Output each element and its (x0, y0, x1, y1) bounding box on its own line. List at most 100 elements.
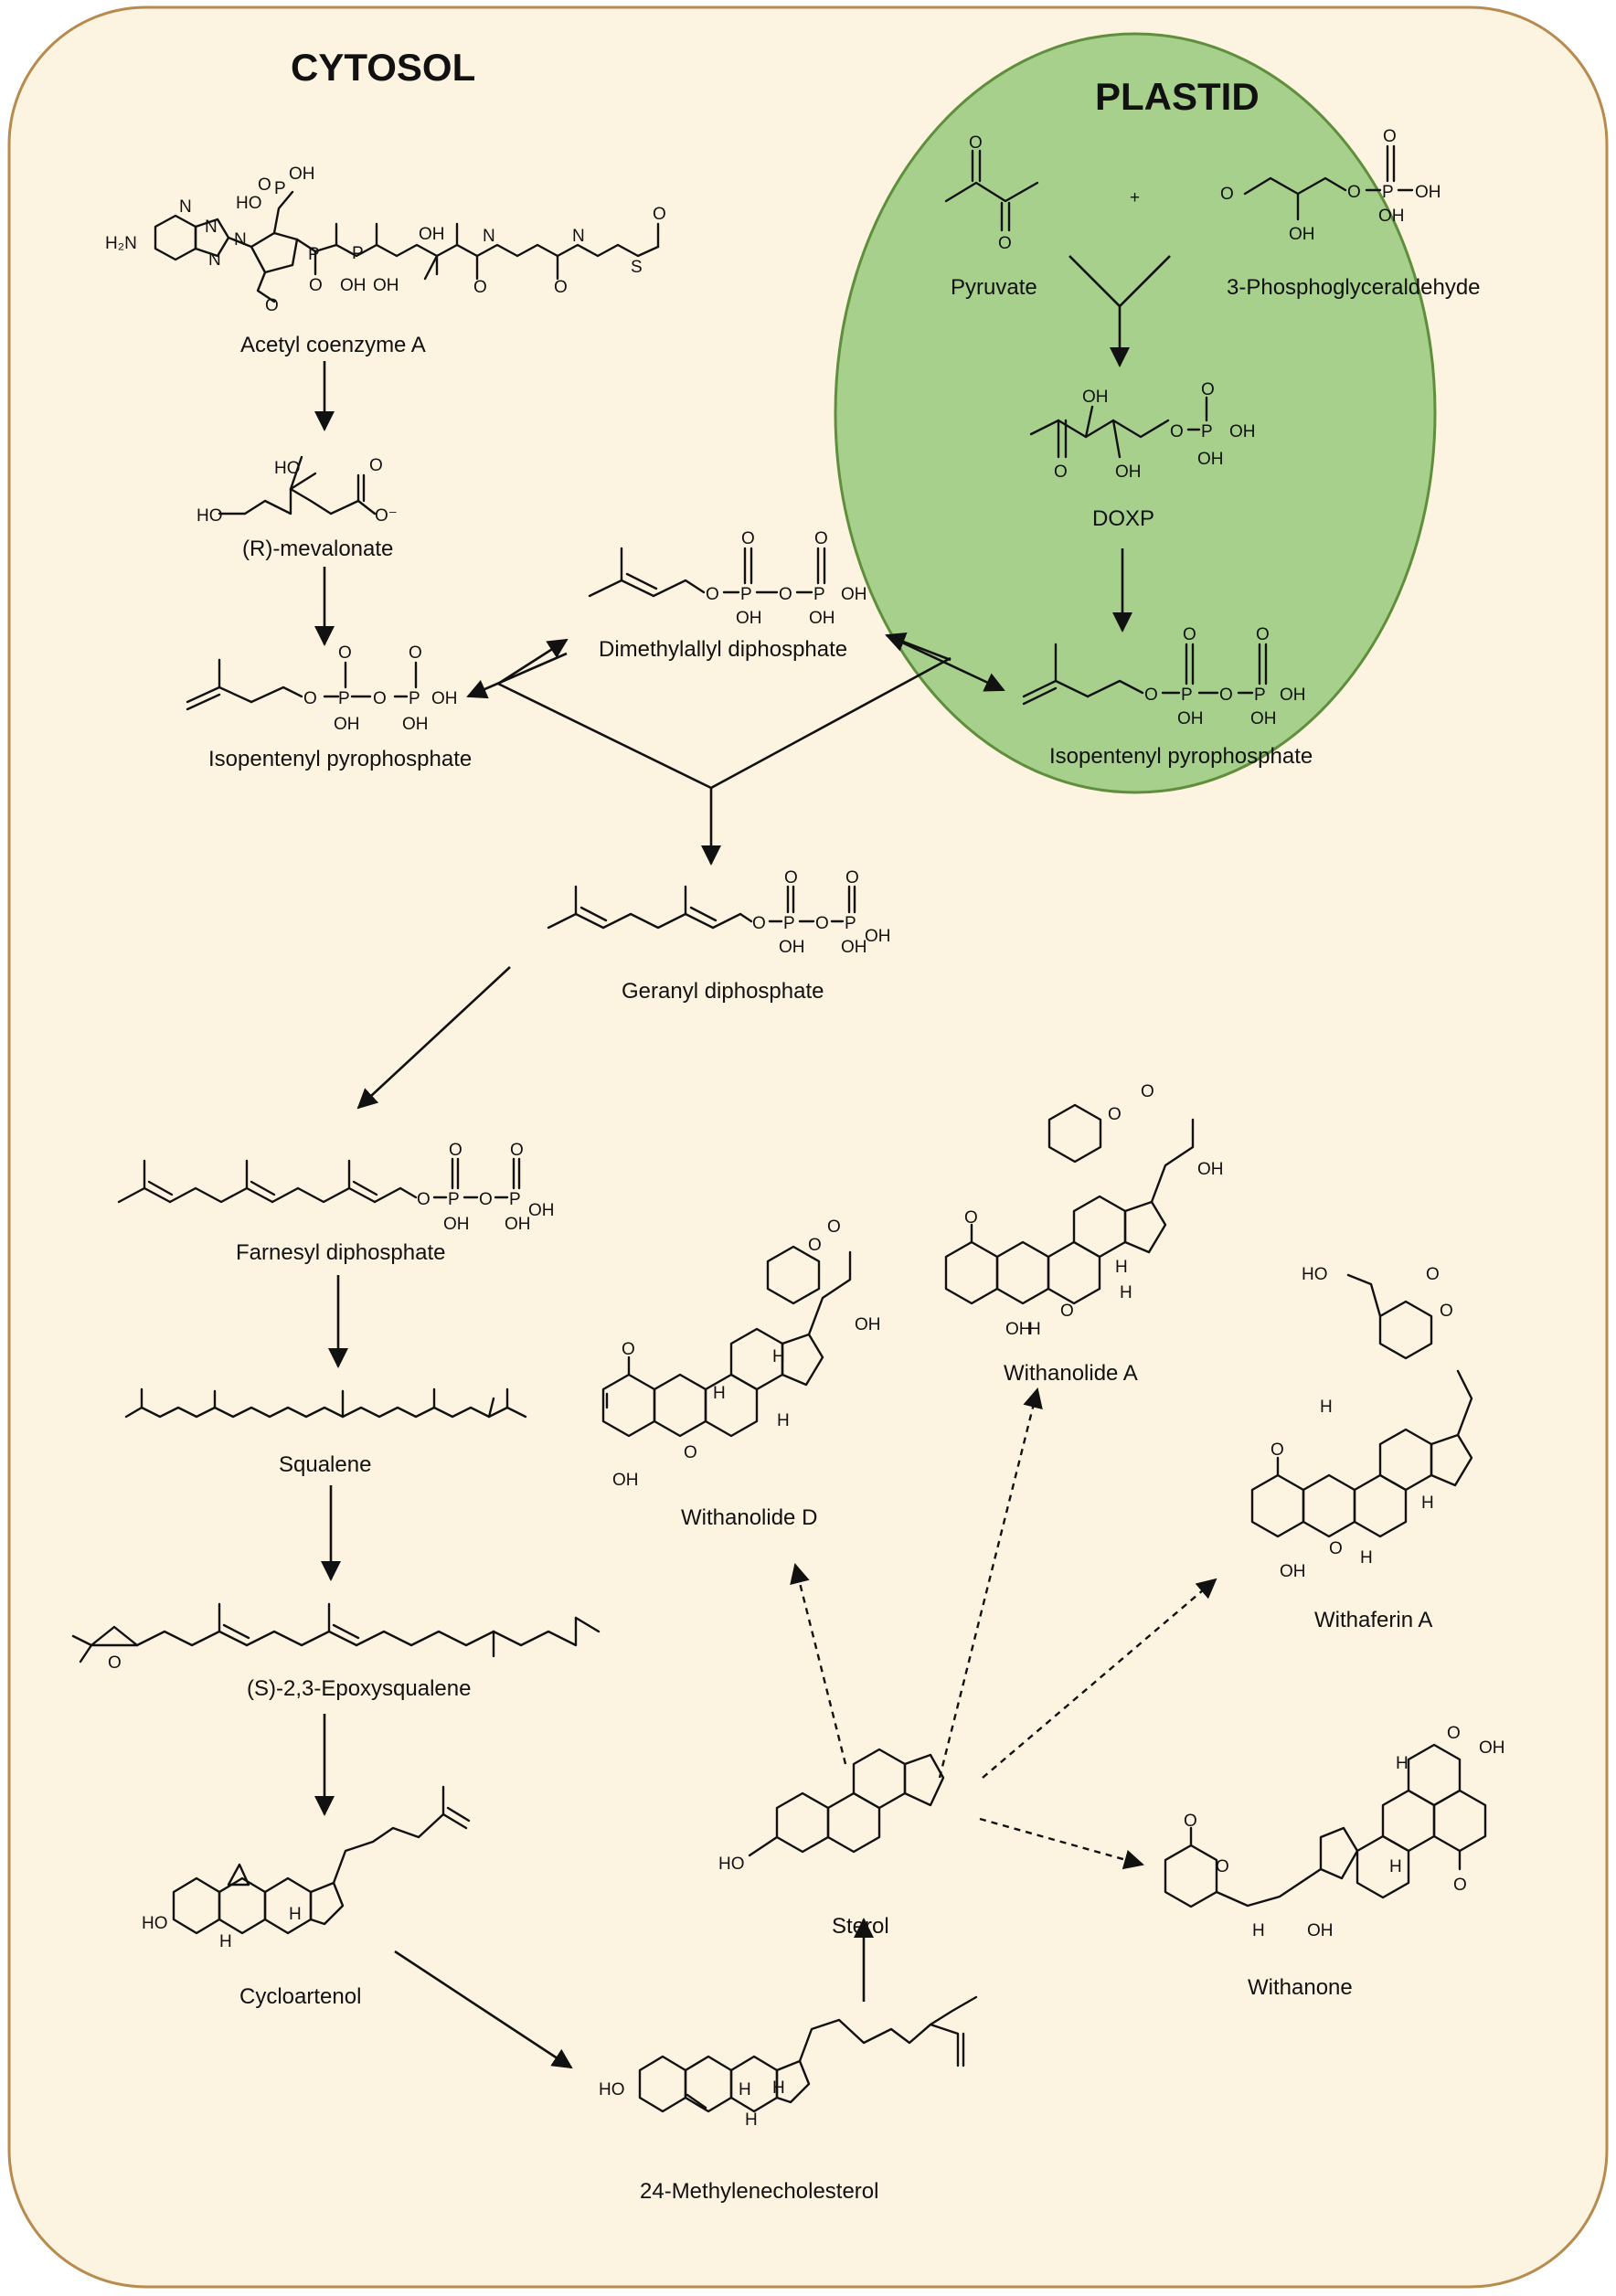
g3p-label: 3-Phosphoglyceraldehyde (1227, 275, 1481, 300)
svg-text:OH: OH (443, 1215, 470, 1234)
arrow-cycloartenol-to-methylenecholesterol (394, 1950, 573, 2069)
svg-text:O: O (741, 529, 755, 548)
svg-text:O: O (779, 585, 792, 604)
svg-text:H: H (1320, 1398, 1333, 1417)
svg-text:O: O (473, 278, 487, 297)
svg-text:O: O (1220, 185, 1234, 204)
svg-text:OH: OH (736, 609, 762, 628)
withanolide-a-label: Withanolide A (1004, 1361, 1138, 1386)
svg-text:O: O (1054, 462, 1068, 482)
svg-text:OH: OH (1115, 462, 1142, 482)
svg-text:O: O (808, 1236, 822, 1255)
plus-sign: + (1130, 188, 1140, 207)
svg-text:O: O (653, 205, 666, 224)
svg-text:OH: OH (1197, 450, 1224, 469)
svg-text:N: N (179, 197, 192, 217)
svg-text:N: N (234, 230, 247, 250)
svg-text:O: O (479, 1190, 493, 1209)
svg-text:HO: HO (197, 506, 223, 526)
pyruvate-structure: O O (944, 133, 1039, 253)
merge-arrow-to-doxp (1068, 255, 1171, 367)
acetyl-coa-label: Acetyl coenzyme A (240, 333, 426, 357)
svg-text:OH: OH (1479, 1738, 1505, 1758)
svg-text:P: P (740, 585, 752, 604)
svg-text:P: P (1181, 686, 1193, 705)
svg-text:H₂N: H₂N (105, 234, 137, 253)
squalene-label: Squalene (279, 1452, 371, 1477)
withanolide-d-structure: O OH O H H H OH O O (601, 1217, 881, 1490)
svg-text:O: O (417, 1190, 431, 1209)
svg-text:O: O (622, 1340, 635, 1359)
withaferin-a-label: Withaferin A (1314, 1608, 1432, 1632)
svg-text:OH: OH (431, 689, 458, 708)
svg-text:O: O (969, 133, 983, 153)
svg-text:O: O (998, 234, 1012, 253)
cycloartenol-structure: HO H H (142, 1785, 471, 1951)
epoxysqualene-structure: O (71, 1602, 601, 1673)
svg-text:H: H (1389, 1857, 1402, 1876)
svg-text:O: O (1347, 183, 1361, 202)
svg-text:O: O (845, 868, 859, 888)
svg-text:H: H (1421, 1493, 1434, 1513)
svg-text:P: P (409, 689, 420, 708)
svg-text:HO: HO (718, 1855, 745, 1874)
epoxysqualene-label: (S)-2,3-Epoxysqualene (247, 1676, 471, 1701)
methylenecholesterol-structure: HO H H H (599, 1995, 978, 2130)
svg-text:OH: OH (841, 585, 867, 604)
cytosol-title: CYTOSOL (291, 46, 475, 89)
mevalonate-structure: HO HO O O⁻ (197, 455, 398, 526)
svg-text:O: O (1184, 1812, 1197, 1831)
svg-text:N: N (483, 227, 495, 246)
svg-text:H: H (772, 2078, 785, 2098)
svg-text:O: O (338, 643, 352, 663)
svg-text:OH: OH (1307, 1921, 1334, 1940)
dmapp-label: Dimethylallyl diphosphate (599, 637, 847, 662)
svg-text:O: O (815, 914, 829, 933)
svg-text:H: H (1360, 1548, 1373, 1568)
svg-text:O: O (1216, 1857, 1229, 1876)
svg-text:N: N (208, 250, 221, 270)
svg-text:O: O (554, 278, 568, 297)
svg-text:H: H (1115, 1258, 1128, 1277)
ipp-cytosol-structure: O P O OH O P O OH OH (186, 643, 458, 734)
svg-text:O: O (1256, 625, 1270, 644)
svg-text:HO: HO (274, 459, 301, 478)
svg-text:OH: OH (373, 276, 399, 295)
svg-text:O: O (1144, 686, 1158, 705)
svg-text:P: P (308, 245, 320, 264)
svg-text:OH: OH (841, 938, 867, 957)
svg-text:P: P (813, 585, 825, 604)
svg-text:P: P (783, 914, 795, 933)
plastid-title: PLASTID (1095, 75, 1260, 118)
withaferin-a-structure: O OH O H H H HO O O (1250, 1265, 1473, 1581)
svg-text:O: O (369, 456, 383, 475)
svg-text:O: O (814, 529, 828, 548)
svg-text:O: O (1219, 686, 1233, 705)
svg-text:N: N (205, 218, 218, 237)
svg-text:O: O (752, 914, 766, 933)
svg-text:OH: OH (809, 609, 835, 628)
svg-text:O: O (1270, 1440, 1284, 1460)
svg-text:OH: OH (1082, 388, 1109, 407)
svg-text:OH: OH (340, 276, 367, 295)
svg-text:H: H (1028, 1320, 1041, 1339)
svg-text:O: O (1141, 1082, 1154, 1101)
svg-text:OH: OH (1289, 225, 1315, 244)
withanone-label: Withanone (1248, 1975, 1353, 2000)
svg-text:P: P (352, 244, 364, 263)
svg-text:OH: OH (1005, 1320, 1032, 1339)
svg-text:O: O (303, 689, 317, 708)
svg-text:P: P (338, 689, 350, 708)
squalene-structure (124, 1387, 527, 1419)
withanolide-a-structure: O OH O H H H OH O O (944, 1082, 1224, 1339)
svg-text:H: H (772, 1347, 785, 1366)
svg-text:O: O (684, 1443, 697, 1462)
svg-text:OH: OH (1177, 709, 1204, 728)
doxp-label: DOXP (1092, 506, 1154, 531)
svg-text:O: O (1201, 380, 1215, 399)
svg-text:O: O (258, 175, 271, 195)
svg-text:H: H (739, 2080, 751, 2099)
svg-text:P: P (1254, 686, 1266, 705)
svg-text:OH: OH (855, 1315, 881, 1334)
svg-text:OH: OH (528, 1201, 555, 1220)
